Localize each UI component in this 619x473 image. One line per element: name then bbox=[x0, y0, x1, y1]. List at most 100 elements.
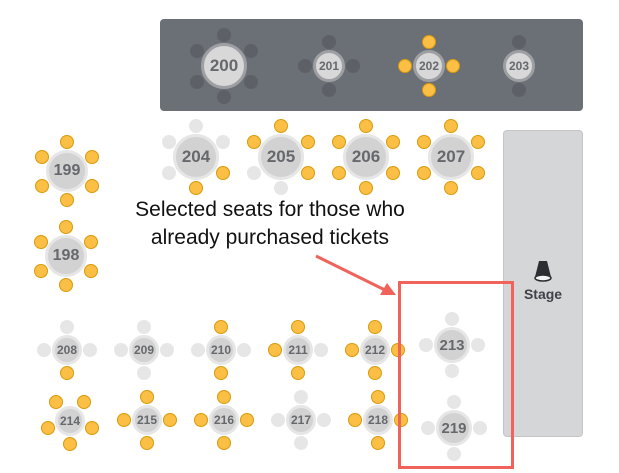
seat-taken[interactable] bbox=[398, 59, 412, 73]
table-number[interactable]: 219 bbox=[436, 410, 472, 446]
seat-taken[interactable] bbox=[215, 165, 230, 180]
seat-taken[interactable] bbox=[59, 278, 73, 292]
seat-taken[interactable] bbox=[371, 390, 385, 404]
seat-taken[interactable] bbox=[84, 421, 99, 436]
table-number[interactable]: 212 bbox=[360, 335, 390, 365]
seat-taken[interactable] bbox=[85, 149, 100, 164]
seat-taken[interactable] bbox=[60, 193, 74, 207]
seat-taken[interactable] bbox=[60, 366, 74, 380]
seat-free[interactable] bbox=[189, 119, 203, 133]
seat-taken[interactable] bbox=[33, 234, 48, 249]
seat-free[interactable] bbox=[215, 134, 230, 149]
seat-taken[interactable] bbox=[194, 413, 208, 427]
table-number[interactable]: 205 bbox=[258, 134, 304, 180]
seat-taken[interactable] bbox=[214, 366, 228, 380]
seat-free[interactable] bbox=[162, 165, 177, 180]
seat-free[interactable] bbox=[298, 59, 312, 73]
table-number[interactable]: 209 bbox=[129, 335, 159, 365]
seat-free[interactable] bbox=[322, 83, 336, 97]
seat-taken[interactable] bbox=[76, 395, 91, 410]
seat-free[interactable] bbox=[191, 343, 205, 357]
seat-taken[interactable] bbox=[444, 181, 458, 195]
seat-taken[interactable] bbox=[274, 119, 288, 133]
seat-free[interactable] bbox=[317, 413, 331, 427]
table-number[interactable]: 200 bbox=[201, 43, 247, 89]
seat-taken[interactable] bbox=[189, 181, 203, 195]
seat-free[interactable] bbox=[217, 90, 231, 104]
seat-taken[interactable] bbox=[214, 320, 228, 334]
seat-free[interactable] bbox=[294, 436, 308, 450]
seat-free[interactable] bbox=[512, 35, 526, 49]
seat-taken[interactable] bbox=[300, 165, 315, 180]
seat-taken[interactable] bbox=[140, 390, 154, 404]
seat-free[interactable] bbox=[160, 343, 174, 357]
seat-taken[interactable] bbox=[84, 263, 99, 278]
seat-free[interactable] bbox=[60, 320, 74, 334]
seat-free[interactable] bbox=[190, 43, 205, 58]
seat-taken[interactable] bbox=[371, 436, 385, 450]
seat-free[interactable] bbox=[243, 43, 258, 58]
seat-taken[interactable] bbox=[140, 436, 154, 450]
seat-taken[interactable] bbox=[84, 234, 99, 249]
seat-free[interactable] bbox=[294, 390, 308, 404]
seat-taken[interactable] bbox=[444, 119, 458, 133]
table-number[interactable]: 213 bbox=[434, 327, 470, 363]
table-number[interactable]: 215 bbox=[132, 405, 162, 435]
seat-taken[interactable] bbox=[368, 366, 382, 380]
seat-free[interactable] bbox=[512, 83, 526, 97]
seat-free[interactable] bbox=[162, 134, 177, 149]
table-number[interactable]: 203 bbox=[503, 50, 535, 82]
seat-taken[interactable] bbox=[41, 421, 56, 436]
seat-free[interactable] bbox=[114, 343, 128, 357]
seat-taken[interactable] bbox=[34, 178, 49, 193]
seat-taken[interactable] bbox=[59, 220, 73, 234]
table-number[interactable]: 206 bbox=[343, 134, 389, 180]
seat-taken[interactable] bbox=[291, 366, 305, 380]
seat-taken[interactable] bbox=[49, 395, 64, 410]
table-number[interactable]: 216 bbox=[209, 405, 239, 435]
seat-taken[interactable] bbox=[34, 149, 49, 164]
seat-free[interactable] bbox=[447, 395, 461, 409]
seat-free[interactable] bbox=[314, 343, 328, 357]
seat-free[interactable] bbox=[445, 312, 459, 326]
seat-taken[interactable] bbox=[359, 119, 373, 133]
seat-taken[interactable] bbox=[332, 134, 347, 149]
seat-taken[interactable] bbox=[394, 413, 408, 427]
seat-free[interactable] bbox=[137, 366, 151, 380]
seat-taken[interactable] bbox=[63, 437, 77, 451]
seat-free[interactable] bbox=[190, 74, 205, 89]
table-number[interactable]: 201 bbox=[313, 50, 345, 82]
seat-taken[interactable] bbox=[33, 263, 48, 278]
seat-taken[interactable] bbox=[422, 35, 436, 49]
seat-taken[interactable] bbox=[332, 165, 347, 180]
seat-free[interactable] bbox=[447, 447, 461, 461]
seat-taken[interactable] bbox=[470, 134, 485, 149]
seat-taken[interactable] bbox=[300, 134, 315, 149]
seat-taken[interactable] bbox=[291, 320, 305, 334]
table-number[interactable]: 204 bbox=[173, 134, 219, 180]
seat-free[interactable] bbox=[83, 343, 97, 357]
seat-taken[interactable] bbox=[268, 343, 282, 357]
seat-free[interactable] bbox=[271, 413, 285, 427]
seat-taken[interactable] bbox=[117, 413, 131, 427]
seat-taken[interactable] bbox=[85, 178, 100, 193]
seat-taken[interactable] bbox=[417, 165, 432, 180]
seat-free[interactable] bbox=[137, 320, 151, 334]
table-number[interactable]: 211 bbox=[283, 335, 313, 365]
seat-taken[interactable] bbox=[163, 413, 177, 427]
seat-free[interactable] bbox=[421, 421, 435, 435]
seat-free[interactable] bbox=[243, 74, 258, 89]
seat-free[interactable] bbox=[274, 181, 288, 195]
seat-taken[interactable] bbox=[417, 134, 432, 149]
table-number[interactable]: 202 bbox=[413, 50, 445, 82]
seat-free[interactable] bbox=[247, 165, 262, 180]
seat-taken[interactable] bbox=[359, 181, 373, 195]
seat-free[interactable] bbox=[473, 421, 487, 435]
seat-taken[interactable] bbox=[345, 343, 359, 357]
seat-taken[interactable] bbox=[240, 413, 254, 427]
seat-taken[interactable] bbox=[385, 134, 400, 149]
seat-free[interactable] bbox=[419, 338, 433, 352]
table-number[interactable]: 198 bbox=[45, 235, 87, 277]
seat-taken[interactable] bbox=[422, 83, 436, 97]
table-number[interactable]: 218 bbox=[363, 405, 393, 435]
